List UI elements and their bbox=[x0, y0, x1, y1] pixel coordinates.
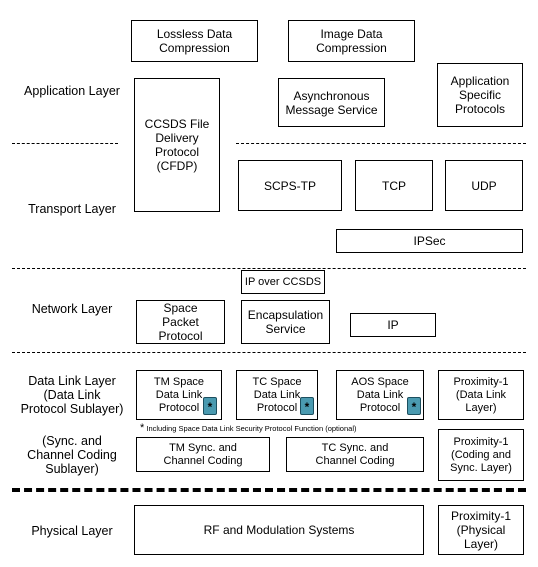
proximity-coding-box: Proximity-1 (Coding and Sync. Layer) bbox=[438, 429, 524, 481]
aos-security-marker: * bbox=[407, 397, 421, 415]
tm-security-marker: * bbox=[203, 397, 217, 415]
space-packet-box: Space Packet Protocol bbox=[136, 300, 225, 344]
ipsec-box: IPSec bbox=[336, 229, 523, 253]
security-footnote: * Including Space Data Link Security Pro… bbox=[140, 423, 357, 434]
layer-label-network: Network Layer bbox=[31, 302, 113, 316]
rf-modulation-box: RF and Modulation Systems bbox=[134, 505, 424, 555]
separator-transport-network bbox=[12, 268, 526, 269]
separator-application-transport-right bbox=[236, 143, 526, 144]
layer-label-data-link: Data Link Layer (Data Link Protocol Subl… bbox=[20, 374, 124, 416]
layer-label-application: Application Layer bbox=[24, 84, 120, 98]
ip-box: IP bbox=[350, 313, 436, 337]
separator-network-datalink bbox=[12, 352, 526, 353]
proximity-datalink-box: Proximity-1 (Data Link Layer) bbox=[438, 370, 524, 420]
image-compression-box: Image Data Compression bbox=[288, 20, 415, 62]
tm-space-box: TM Space Data Link Protocol bbox=[136, 370, 222, 420]
cfdp-box: CCSDS File Delivery Protocol (CFDP) bbox=[134, 78, 220, 212]
separator-datalink-physical bbox=[12, 488, 526, 492]
application-specific-box: Application Specific Protocols bbox=[437, 63, 523, 127]
lossless-compression-box: Lossless Data Compression bbox=[131, 20, 258, 62]
udp-box: UDP bbox=[445, 160, 523, 211]
proximity-physical-box: Proximity-1 (Physical Layer) bbox=[438, 505, 524, 555]
layer-label-sync-coding: (Sync. and Channel Coding Sublayer) bbox=[27, 434, 117, 476]
tm-sync-box: TM Sync. and Channel Coding bbox=[136, 437, 270, 472]
encapsulation-box: Encapsulation Service bbox=[241, 300, 330, 344]
tc-security-marker: * bbox=[300, 397, 314, 415]
aos-space-box: AOS Space Data Link Protocol bbox=[336, 370, 424, 420]
layer-label-transport: Transport Layer bbox=[28, 202, 116, 216]
layer-label-physical: Physical Layer bbox=[31, 524, 113, 538]
async-message-box: Asynchronous Message Service bbox=[278, 78, 385, 127]
ip-over-ccsds-box: IP over CCSDS bbox=[241, 270, 325, 294]
footnote-star: * bbox=[140, 422, 145, 434]
scps-tp-box: SCPS-TP bbox=[238, 160, 342, 211]
footnote-text: Including Space Data Link Security Proto… bbox=[146, 424, 357, 433]
tc-sync-box: TC Sync. and Channel Coding bbox=[286, 437, 424, 472]
tcp-box: TCP bbox=[355, 160, 433, 211]
separator-application-transport-left bbox=[12, 143, 118, 144]
tc-space-box: TC Space Data Link Protocol bbox=[236, 370, 318, 420]
